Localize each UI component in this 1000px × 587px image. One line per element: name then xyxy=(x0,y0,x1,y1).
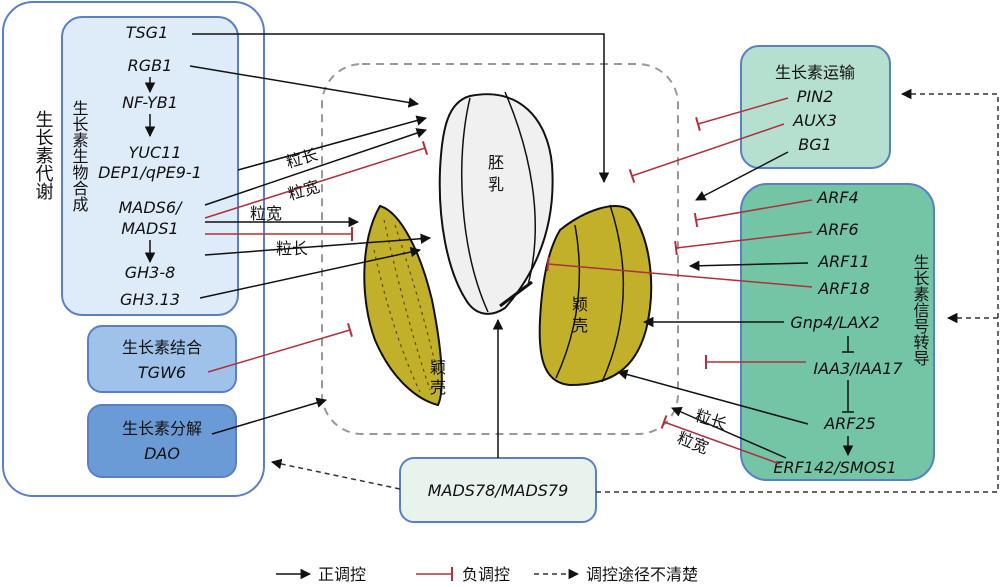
positive-arrows xyxy=(189,33,809,459)
label-grain-width-3: 粒宽 xyxy=(675,428,712,458)
endosperm-label-1: 胚 xyxy=(488,153,504,172)
signaling-box xyxy=(740,183,935,481)
negative-lines xyxy=(204,97,813,465)
left-husk-label-1: 颖 xyxy=(430,358,446,377)
right-husk-label-2: 壳 xyxy=(572,316,588,335)
right-husk-line-2 xyxy=(555,224,581,379)
endosperm-label-2: 乳 xyxy=(488,175,504,194)
neg-arf18-husk xyxy=(546,256,813,288)
gene-mads1: MADS1 xyxy=(121,219,178,238)
transport-box xyxy=(740,45,891,169)
gene-pin2: PIN2 xyxy=(797,87,834,106)
arrow-dao-grain xyxy=(211,397,328,435)
neg-arf4-husk xyxy=(693,199,813,228)
degradation-box xyxy=(87,404,237,478)
gene-arf6: ARF6 xyxy=(816,220,858,239)
arrow-mads1-lefthusk-2 xyxy=(204,233,432,256)
degradation-gene: DAO xyxy=(144,444,180,463)
right-husk-shape xyxy=(538,205,653,387)
gene-arf18: ARF18 xyxy=(817,279,870,298)
degradation-title: 生长素分解 xyxy=(122,419,202,438)
arrow-bg1-husk xyxy=(695,151,789,201)
arrow-tsg1-husk xyxy=(192,33,610,184)
gene-arf25: ARF25 xyxy=(823,414,876,433)
label-grain-length-3: 粒长 xyxy=(693,406,729,434)
transport-title: 生长素运输 xyxy=(775,63,855,82)
dashed-mads78-right xyxy=(596,88,999,493)
arrow-arf25-husk xyxy=(616,369,809,425)
legend-positive-label: 正调控 xyxy=(318,565,366,584)
right-husk-label-1: 颖 xyxy=(572,295,588,314)
gene-rgb1: RGB1 xyxy=(128,56,173,75)
gene-yuc11: YUC11 xyxy=(128,143,181,162)
gene-erf142: ERF142/SMOS1 xyxy=(773,458,896,477)
signaling-label: 生长素信号转导 xyxy=(911,254,930,366)
binding-box xyxy=(87,325,237,393)
endosperm-line-2 xyxy=(504,91,536,286)
gene-mads6: MADS6/ xyxy=(119,198,183,217)
neg-dep1-endosperm xyxy=(204,141,429,219)
gene-gnp4: Gnp4/LAX2 xyxy=(790,313,879,332)
left-husk-shape xyxy=(363,204,443,407)
legend: 正调控 负调控 调控途径不清楚 xyxy=(276,565,698,584)
gene-aux3: AUX3 xyxy=(792,111,837,130)
gene-iaa: IAA3/IAA17 xyxy=(813,359,903,378)
gene-nfyb1: NF-YB1 xyxy=(122,93,178,112)
right-husk-line-1 xyxy=(601,204,624,383)
gene-dep1: DEP1/qPE9-1 xyxy=(98,163,202,182)
legend-negative-label: 负调控 xyxy=(462,565,510,584)
dashed-mads78-left xyxy=(270,458,401,490)
label-grain-width-1: 粒宽 xyxy=(286,177,322,204)
arrow-erf142-grain xyxy=(671,406,787,459)
gene-gh313: GH3.13 xyxy=(120,290,180,309)
left-husk-label-2: 壳 xyxy=(430,378,446,397)
arrow-rgb1-endosperm xyxy=(189,65,420,108)
arrow-gh313-lefthusk xyxy=(199,246,422,299)
gene-gh38: GH3-8 xyxy=(125,263,176,282)
dashed-lines xyxy=(270,88,999,493)
binding-gene: TGW6 xyxy=(138,363,186,382)
neg-erf142-grain xyxy=(660,415,781,465)
biosynthesis-box xyxy=(61,16,239,316)
gene-arf11: ARF11 xyxy=(817,252,870,271)
neg-arf6-husk xyxy=(674,231,813,256)
biosynthesis-label: 生长素生物合成 xyxy=(70,100,89,213)
gene-bg1: BG1 xyxy=(798,135,832,154)
grain-area xyxy=(321,63,679,435)
label-grain-length-2: 粒长 xyxy=(276,239,308,258)
endosperm-tip xyxy=(499,280,533,308)
arrow-arf11-husk xyxy=(688,260,809,272)
gene-arf4: ARF4 xyxy=(816,188,858,207)
arrow-yuc11-endosperm xyxy=(237,115,428,171)
legend-unclear-label: 调控途径不清楚 xyxy=(586,565,698,584)
neg-aux3-husk xyxy=(628,123,785,183)
arrow-mads6-endosperm xyxy=(204,128,427,206)
binding-title: 生长素结合 xyxy=(122,338,202,357)
neg-pin2-transport xyxy=(695,97,789,132)
mads78-text: MADS78/MADS79 xyxy=(428,481,569,500)
endosperm-shape xyxy=(438,93,554,315)
neg-tgw6-grain xyxy=(207,323,353,373)
label-grain-width-2: 粒宽 xyxy=(250,204,282,223)
endosperm-line-1 xyxy=(461,97,489,313)
gene-tsg1: TSG1 xyxy=(126,23,169,42)
auxin-metabolism-label: 生长素代谢 xyxy=(33,110,54,200)
